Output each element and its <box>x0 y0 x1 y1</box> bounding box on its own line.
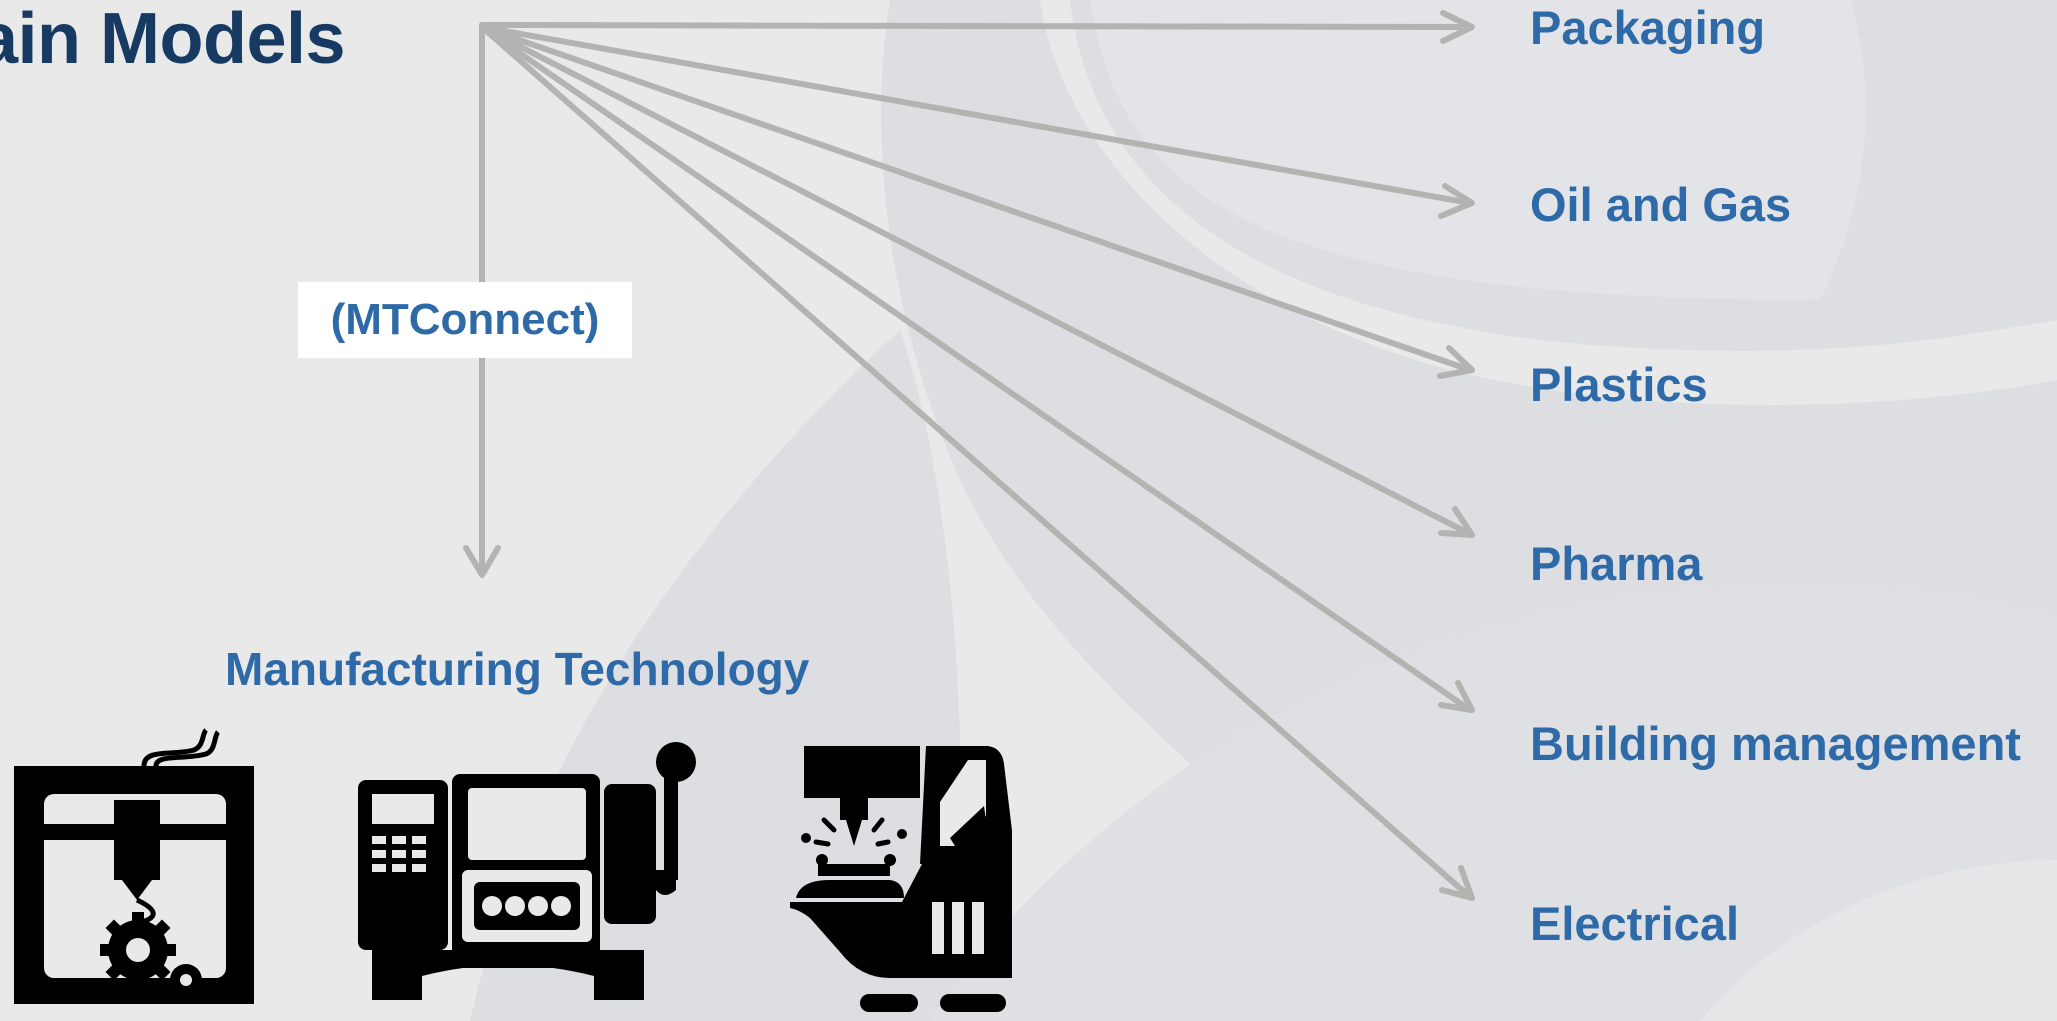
arrowhead-electrical <box>1439 865 1475 901</box>
arrow-to-building-management <box>479 24 1473 713</box>
milling-machine-icon <box>790 746 1012 1012</box>
manufacturing-technology-label: Manufacturing Technology <box>225 643 810 695</box>
domain-label-packaging: Packaging <box>1530 1 1766 54</box>
arrowhead-pharma <box>1438 506 1475 538</box>
arrowhead-packaging <box>1440 10 1475 44</box>
domain-label-pharma: Pharma <box>1530 537 1703 590</box>
arrow-to-plastics <box>479 24 1473 373</box>
page-title: ain Models <box>0 0 346 79</box>
domain-label-oil-and-gas: Oil and Gas <box>1530 178 1792 231</box>
domain-label-electrical: Electrical <box>1530 897 1740 950</box>
arrow-to-packaging <box>479 22 1473 30</box>
domain-label-plastics: Plastics <box>1530 358 1708 411</box>
arrow-to-electrical <box>479 24 1473 900</box>
arrowhead-oil-and-gas <box>1438 183 1475 219</box>
arrow-to-pharma <box>479 24 1473 537</box>
domain-label-building-management: Building management <box>1530 717 2021 770</box>
arrow-to-oil-and-gas <box>479 24 1473 206</box>
cnc-lathe-icon <box>358 742 696 1000</box>
arrowhead-manufacturing <box>463 545 501 578</box>
arrowhead-building-management <box>1438 680 1475 713</box>
3d-printer-icon <box>14 728 254 1004</box>
arrowhead-plastics <box>1437 345 1475 379</box>
mtconnect-label: (MTConnect) <box>298 282 632 358</box>
